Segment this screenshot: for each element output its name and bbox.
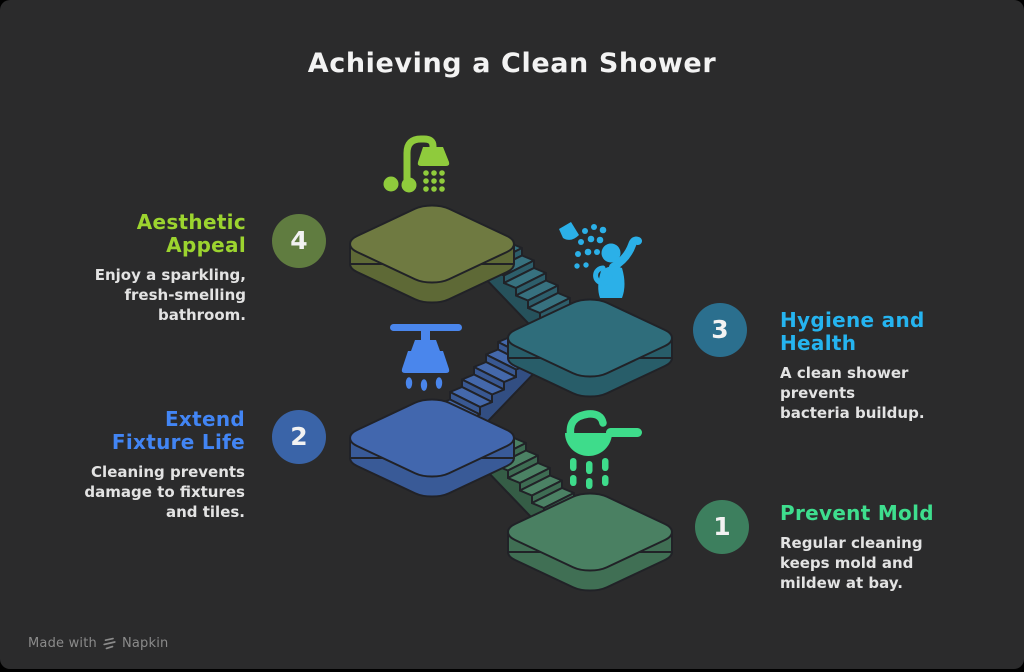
watermark: Made with Napkin [28,636,168,651]
step-desc-1: Regular cleaning keeps mold and mildew a… [780,534,923,592]
step-number-4: 4 [272,214,326,268]
step-block-3: Hygiene and Health A clean shower preven… [780,308,930,424]
platform-step3-teal [507,295,673,401]
napkin-logo-icon [103,637,116,649]
platform-step4-olive [349,201,515,307]
handheld-shower-icon [565,410,642,489]
step-block-2: Extend Fixture Life Cleaning prevents da… [55,407,245,523]
page-title: Achieving a Clean Shower [307,48,717,79]
platform-step1-green [507,489,673,595]
step-desc-2: Cleaning prevents damage to fixtures and… [84,463,245,521]
step-title-1: Prevent Mold [780,501,934,525]
step-title-2: Extend Fixture Life [111,407,245,455]
ceiling-shower-icon [390,324,462,391]
watermark-brand: Napkin [121,636,169,651]
step-number-1: 1 [695,500,749,554]
person-shower-icon [559,222,642,298]
platform-step2-blue [349,395,515,501]
step-desc-3: A clean shower prevents bacteria buildup… [780,364,925,422]
step-number-3: 3 [693,303,747,357]
step-number-2: 2 [272,410,326,464]
watermark-text: Made with [28,636,97,651]
step-block-1: Prevent Mold Regular cleaning keeps mold… [780,501,970,594]
step-block-4: Aesthetic Appeal Enjoy a sparkling, fres… [56,210,246,326]
step-desc-4: Enjoy a sparkling, fresh-smelling bathro… [94,266,246,324]
shower-head-icon [383,135,450,193]
step-title-3: Hygiene and Health [780,308,925,356]
step-title-4: Aesthetic Appeal [136,210,246,258]
